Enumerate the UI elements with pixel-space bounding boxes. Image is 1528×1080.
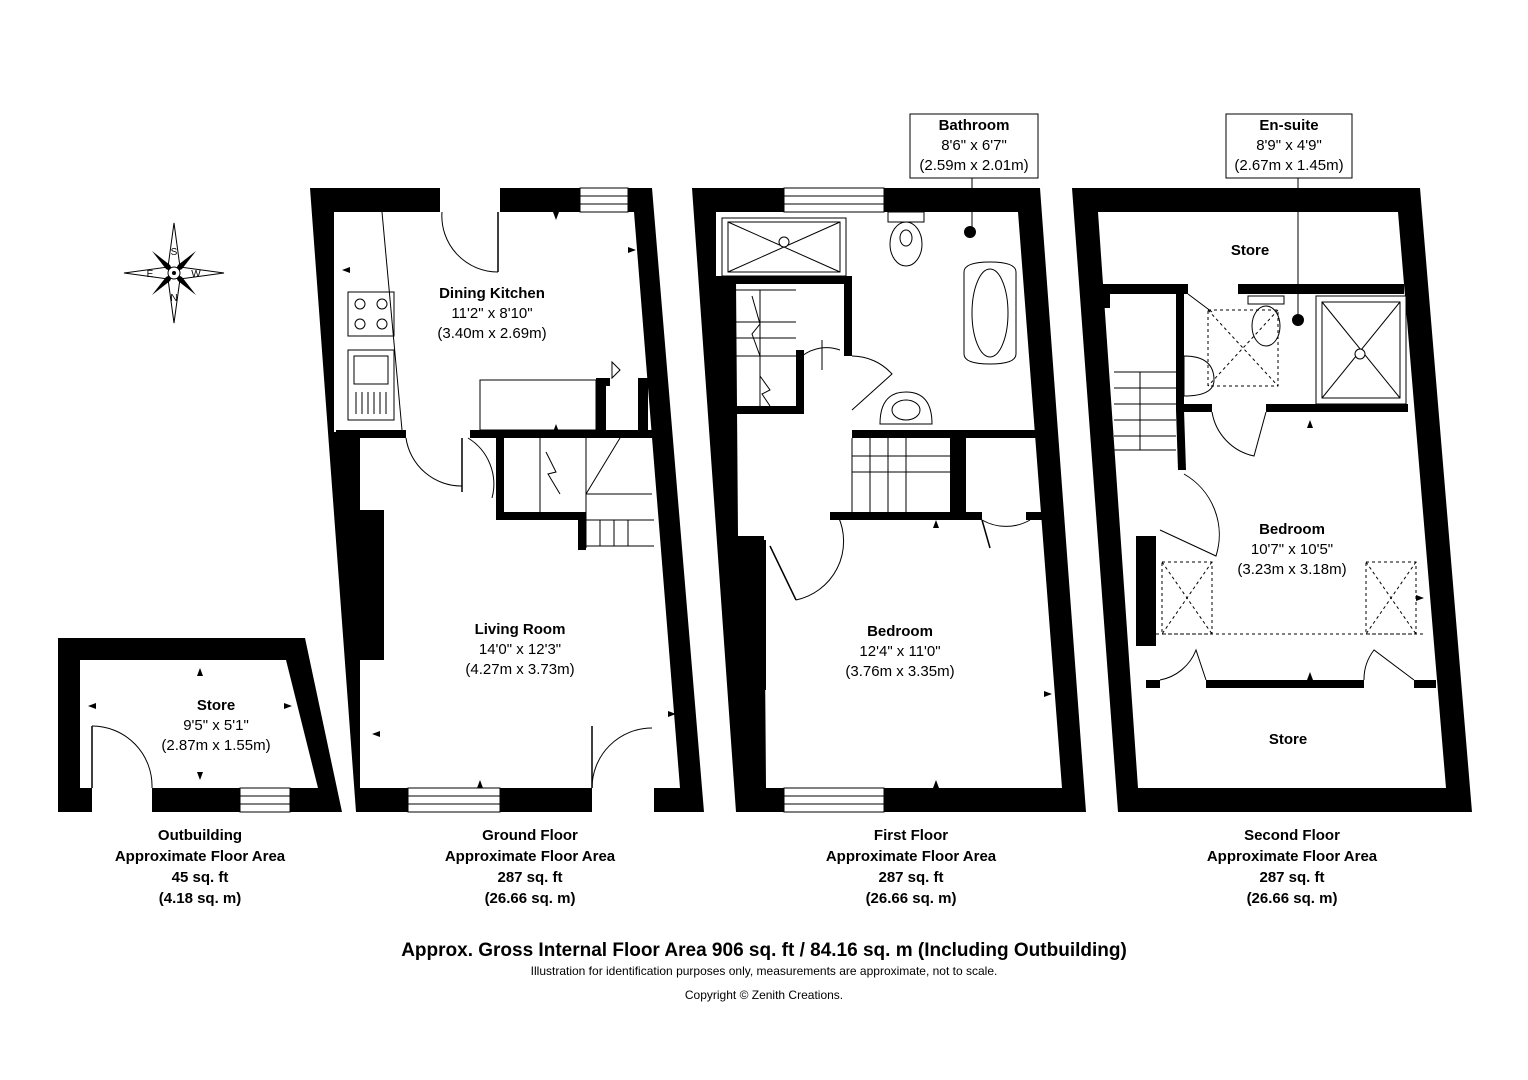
gross-floor-area: Approx. Gross Internal Floor Area 906 sq… <box>401 940 1127 961</box>
dining-kitchen-name: Dining Kitchen <box>439 285 545 302</box>
dining-kitchen-imperial: 11'2" x 8'10" <box>451 305 532 322</box>
ensuite-metric: (2.67m x 1.45m) <box>1234 157 1343 174</box>
floor-caption-second: Second Floor Approximate Floor Area 287 … <box>1207 827 1378 907</box>
compass-w: W <box>191 269 201 280</box>
ground-floor-plan <box>310 187 704 813</box>
dining-kitchen-metric: (3.40m x 2.69m) <box>437 325 546 342</box>
outbuilding-store-name: Store <box>197 697 235 714</box>
bathroom-label-box <box>909 113 1039 179</box>
ensuite-label-box <box>1225 113 1353 179</box>
first-bedroom-imperial: 12'4" x 11'0" <box>859 643 940 660</box>
compass-n: N <box>170 293 177 304</box>
floor-sqm: (26.66 sq. m) <box>866 890 957 907</box>
compass-s: S <box>171 247 178 258</box>
bathroom-metric: (2.59m x 2.01m) <box>919 157 1028 174</box>
floor-sqft: 45 sq. ft <box>172 869 229 886</box>
outbuilding-store-imperial: 9'5" x 5'1" <box>183 717 249 734</box>
first-bedroom-metric: (3.76m x 3.35m) <box>845 663 954 680</box>
floor-sqft: 287 sq. ft <box>878 869 943 886</box>
second-floor-plan <box>1072 178 1472 812</box>
living-room-imperial: 14'0" x 12'3" <box>479 641 561 658</box>
floor-caption-ground: Ground Floor Approximate Floor Area 287 … <box>445 827 616 907</box>
floor-caption: Approximate Floor Area <box>1207 848 1378 865</box>
first-bedroom-name: Bedroom <box>867 623 933 640</box>
floor-sqm: (4.18 sq. m) <box>159 890 242 907</box>
ensuite-name: En-suite <box>1259 117 1318 134</box>
floor-sqm: (26.66 sq. m) <box>485 890 576 907</box>
outbuilding-plan <box>58 638 342 813</box>
second-bedroom-imperial: 10'7" x 10'5" <box>1251 541 1333 558</box>
outbuilding-store-metric: (2.87m x 1.55m) <box>161 737 270 754</box>
floor-caption: Approximate Floor Area <box>115 848 286 865</box>
copyright: Copyright © Zenith Creations. <box>684 988 844 1002</box>
floor-sqft: 287 sq. ft <box>1259 869 1324 886</box>
floor-caption: Approximate Floor Area <box>445 848 616 865</box>
floor-name: Outbuilding <box>158 827 242 844</box>
floor-sqm: (26.66 sq. m) <box>1247 890 1338 907</box>
disclaimer: Illustration for identification purposes… <box>530 964 998 978</box>
bathroom-imperial: 8'6" x 6'7" <box>941 137 1007 154</box>
floor-name: Second Floor <box>1244 827 1340 844</box>
floor-sqft: 287 sq. ft <box>497 869 562 886</box>
floor-caption-first: First Floor Approximate Floor Area 287 s… <box>826 827 997 907</box>
living-room-name: Living Room <box>475 621 566 638</box>
store-bottom-name: Store <box>1269 731 1307 748</box>
living-room-metric: (4.27m x 3.73m) <box>465 661 574 678</box>
bathroom-name: Bathroom <box>939 117 1010 134</box>
floor-caption: Approximate Floor Area <box>826 848 997 865</box>
ensuite-imperial: 8'9" x 4'9" <box>1256 137 1322 154</box>
floor-name: Ground Floor <box>482 827 578 844</box>
compass-icon: S N E W <box>123 222 225 324</box>
store-top-name: Store <box>1231 242 1269 259</box>
second-bedroom-metric: (3.23m x 3.18m) <box>1237 561 1346 578</box>
first-floor-plan <box>692 187 1086 813</box>
compass-e: E <box>147 269 154 280</box>
floor-name: First Floor <box>874 827 948 844</box>
floor-caption-outbuilding: Outbuilding Approximate Floor Area 45 sq… <box>115 827 286 907</box>
second-bedroom-name: Bedroom <box>1259 521 1325 538</box>
